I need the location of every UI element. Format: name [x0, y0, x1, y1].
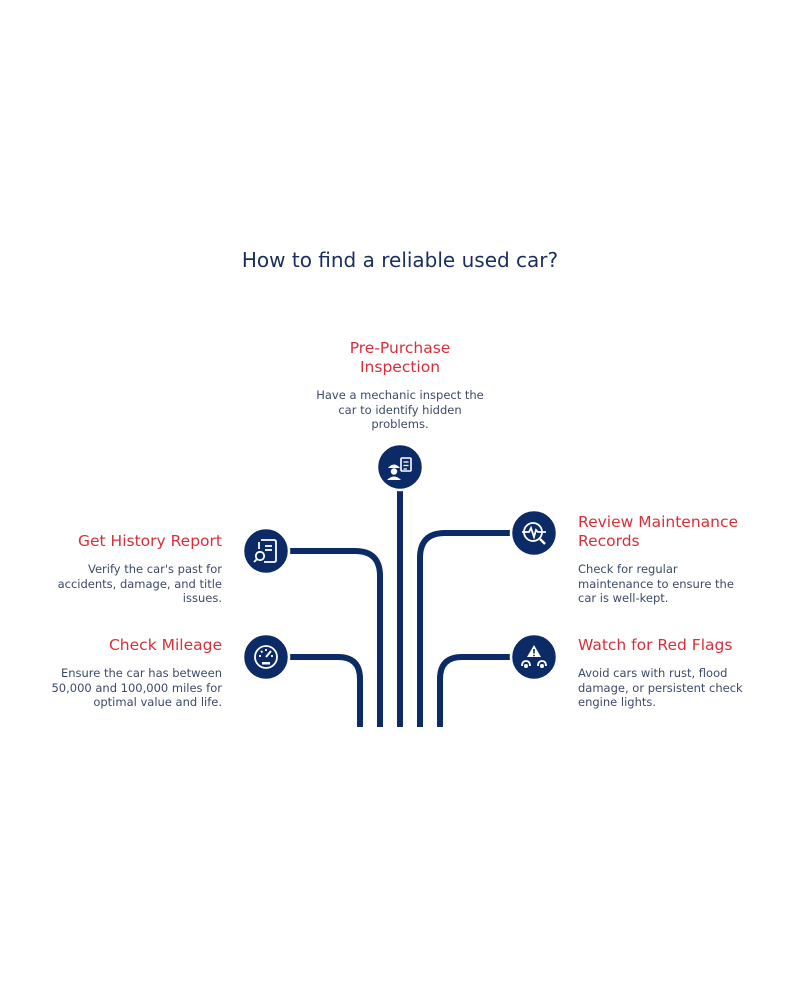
heading-history-report: Get History Report — [20, 532, 222, 551]
heading-pre-purchase: Pre-Purchase Inspection — [300, 339, 500, 377]
page-title: How to find a reliable used car? — [241, 248, 559, 272]
desc-line: Avoid cars with rust, flood — [578, 666, 728, 680]
desc-pre-purchase: Have a mechanic inspect the car to ident… — [290, 388, 510, 432]
heading-line: Watch for Red Flags — [578, 636, 733, 654]
heading-line: Check Mileage — [108, 636, 222, 654]
desc-line: accidents, damage, and title — [57, 576, 222, 591]
node-check-mileage — [241, 632, 291, 682]
desc-check-mileage: Ensure the car has between 50,000 and 10… — [20, 666, 222, 710]
desc-red-flags: Avoid cars with rust, flood damage, or p… — [578, 666, 788, 710]
node-pre-purchase — [375, 442, 425, 492]
heading-line: Records — [578, 532, 640, 550]
speedometer-icon — [254, 645, 278, 669]
connector-history — [266, 548, 383, 727]
desc-history-report: Verify the car's past for accidents, dam… — [20, 562, 222, 606]
pulse-search-icon — [522, 522, 546, 545]
heading-line: Review Maintenance — [578, 513, 739, 531]
heading-maintenance-records: Review Maintenance Records — [578, 513, 788, 551]
connector-mileage — [266, 654, 363, 727]
desc-line: maintenance to ensure the — [578, 576, 734, 591]
heading-check-mileage: Check Mileage — [20, 636, 222, 655]
node-maintenance-records — [509, 508, 559, 558]
node-red-flags — [509, 632, 559, 682]
desc-line: 50,000 and 100,000 miles for — [51, 680, 222, 695]
mechanic-checklist-icon — [387, 457, 412, 480]
heading-line: Pre-Purchase — [349, 339, 451, 357]
report-search-icon — [253, 539, 277, 563]
desc-line: car is well-kept. — [578, 591, 669, 605]
connector-maintenance — [417, 530, 534, 727]
heading-line: Inspection — [359, 358, 441, 376]
desc-line: optimal value and life. — [93, 695, 222, 709]
heading-red-flags: Watch for Red Flags — [578, 636, 788, 655]
node-history-report — [241, 526, 291, 576]
desc-line: car to identify hidden — [338, 402, 462, 417]
desc-line: Verify the car's past for — [87, 562, 222, 576]
desc-maintenance-records: Check for regular maintenance to ensure … — [578, 562, 788, 606]
desc-line: damage, or persistent check — [578, 680, 743, 695]
desc-line: engine lights. — [578, 695, 657, 709]
warning-car-icon — [521, 645, 547, 668]
heading-line: Get History Report — [77, 532, 222, 550]
desc-line: Have a mechanic inspect the — [316, 388, 484, 402]
desc-line: issues. — [182, 591, 222, 605]
desc-line: Check for regular — [578, 562, 678, 576]
desc-line: problems. — [371, 417, 429, 431]
connector-red-flags — [437, 654, 534, 727]
desc-line: Ensure the car has between — [60, 666, 222, 680]
